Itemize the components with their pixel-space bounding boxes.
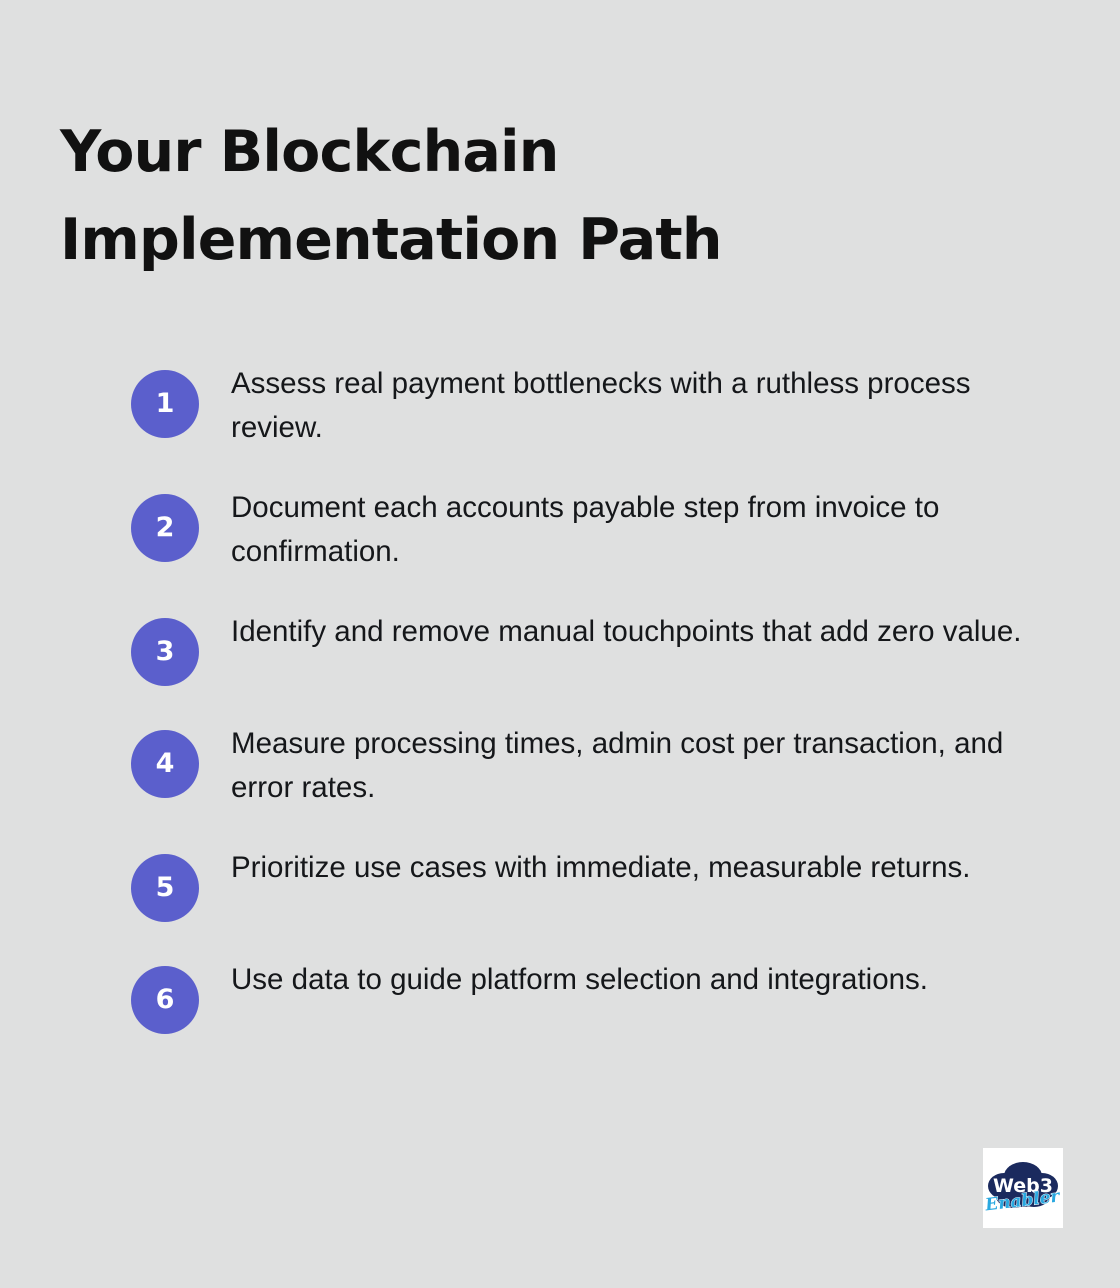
list-item: 2 Document each accounts payable step fr… — [131, 486, 1071, 574]
step-text: Use data to guide platform selection and… — [231, 963, 928, 996]
list-item: 5 Prioritize use cases with immediate, m… — [131, 846, 1071, 922]
step-number-badge: 5 — [131, 854, 199, 922]
page-title: Your Blockchain Implementation Path — [60, 108, 960, 284]
step-number-badge: 3 — [131, 618, 199, 686]
steps-list: 1 Assess real payment bottlenecks with a… — [131, 362, 1071, 1034]
step-text: Assess real payment bottlenecks with a r… — [231, 367, 971, 444]
step-text: Identify and remove manual touchpoints t… — [231, 615, 1022, 648]
web3-enabler-logo: Web3 Enabler — [983, 1148, 1063, 1228]
list-item: 3 Identify and remove manual touchpoints… — [131, 610, 1071, 686]
list-item: 1 Assess real payment bottlenecks with a… — [131, 362, 1071, 450]
step-number-badge: 6 — [131, 966, 199, 1034]
step-text: Prioritize use cases with immediate, mea… — [231, 851, 971, 884]
page-title-line-2: Implementation Path — [60, 207, 722, 273]
logo-primary-text: Web3 — [993, 1175, 1053, 1197]
cloud-icon: Web3 Enabler — [983, 1162, 1062, 1216]
step-number-badge: 4 — [131, 730, 199, 798]
step-number-badge: 1 — [131, 370, 199, 438]
step-text: Measure processing times, admin cost per… — [231, 727, 1004, 804]
list-item: 6 Use data to guide platform selection a… — [131, 958, 1071, 1034]
step-text: Document each accounts payable step from… — [231, 491, 940, 568]
list-item: 4 Measure processing times, admin cost p… — [131, 722, 1071, 810]
page-title-line-1: Your Blockchain — [60, 119, 559, 185]
step-number-badge: 2 — [131, 494, 199, 562]
